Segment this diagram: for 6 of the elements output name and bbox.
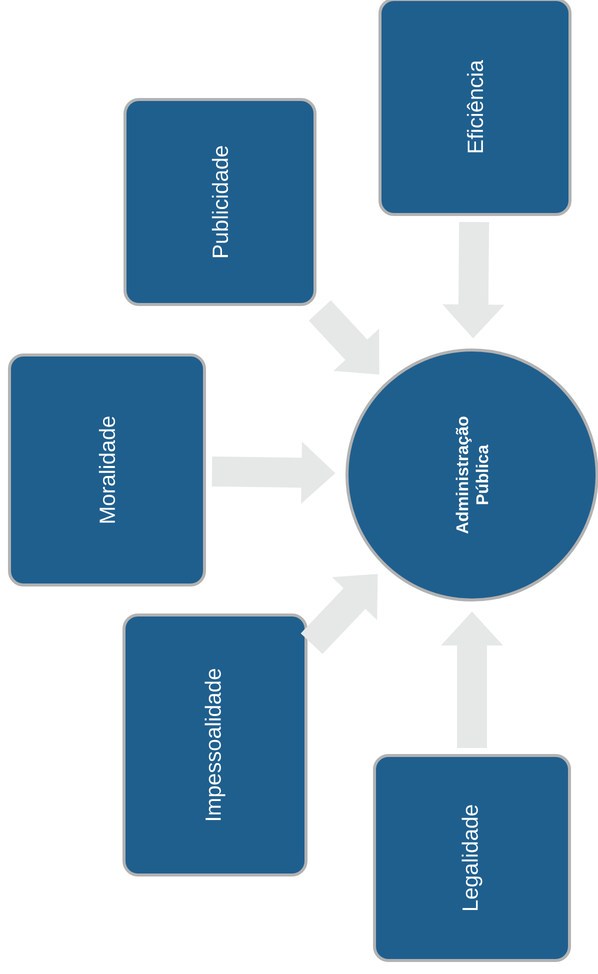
process-box: Publicidade — [124, 98, 316, 306]
process-box: Eficiência — [378, 0, 572, 216]
process-box: Moralidade — [8, 354, 206, 586]
process-box: Impessoalidade — [122, 614, 308, 876]
circle-node: Administração Pública — [346, 348, 598, 602]
process-box: Legalidade — [373, 754, 571, 962]
